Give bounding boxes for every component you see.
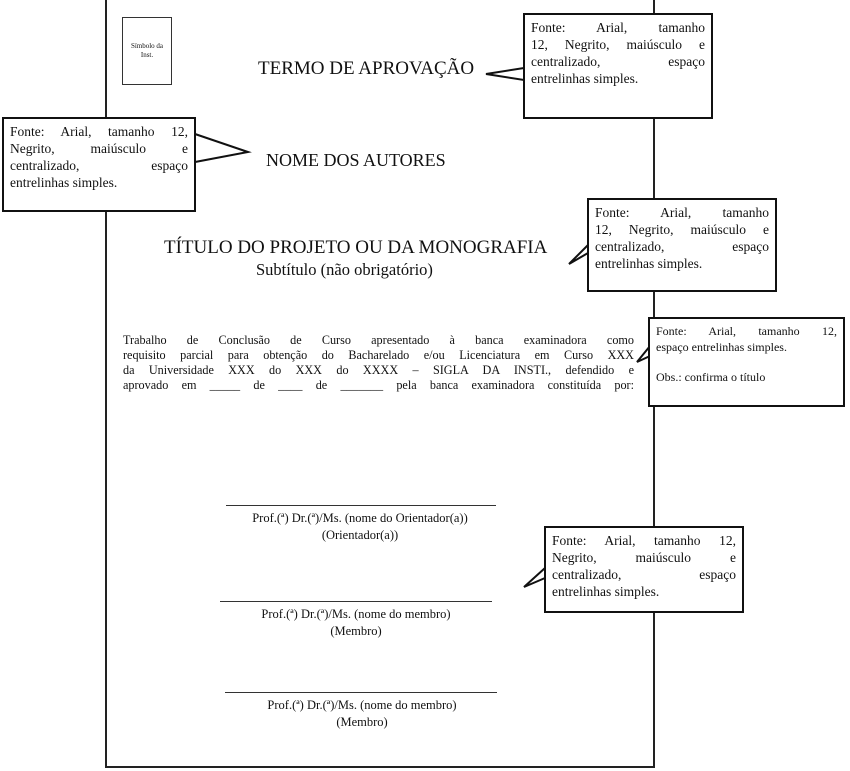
font-note-callout: Fonte: Arial, tamanho 12, Negrito, maiús…: [2, 117, 196, 212]
signature-name: Prof.(ª) Dr.(ª)/Ms. (nome do membro): [261, 607, 451, 621]
font-note-callout: Fonte: Arial, tamanho 12, Negrito, maiús…: [523, 13, 713, 119]
logo-label: Símbolo da Inst.: [130, 42, 164, 59]
paragraph-line: Trabalho de Conclusão de Curso apresenta…: [123, 333, 634, 347]
institution-logo-placeholder: Símbolo da Inst.: [122, 17, 172, 85]
signature-role: (Membro): [336, 715, 388, 729]
signature-role: (Orientador(a)): [321, 528, 399, 542]
authors-name: NOME DOS AUTORES: [266, 150, 446, 170]
signature-role: (Membro): [330, 624, 382, 638]
paragraph-line: requisito parcial para obtenção do Bacha…: [123, 348, 634, 362]
font-note-callout: Fonte: Arial, tamanho 12, Negrito, maiús…: [587, 198, 777, 292]
signature-block: Prof.(ª) Dr.(ª)/Ms. (nome do membro) (Me…: [202, 697, 522, 731]
paragraph-line: aprovado em _____ de ____ de _______ pel…: [123, 378, 634, 392]
approval-paragraph: Trabalho de Conclusão de Curso apresenta…: [123, 333, 634, 393]
signature-line: [220, 601, 492, 602]
signature-name: Prof.(ª) Dr.(ª)/Ms. (nome do Orientador(…: [252, 511, 468, 525]
font-note-callout: Fonte: Arial, tamanho 12, espaço entreli…: [648, 317, 845, 407]
signature-block: Prof.(ª) Dr.(ª)/Ms. (nome do Orientador(…: [200, 510, 520, 544]
signature-name: Prof.(ª) Dr.(ª)/Ms. (nome do membro): [267, 698, 457, 712]
signature-block: Prof.(ª) Dr.(ª)/Ms. (nome do membro) (Me…: [196, 606, 516, 640]
signature-line: [226, 505, 496, 506]
signature-line: [225, 692, 497, 693]
approval-title: TERMO DE APROVAÇÃO: [258, 58, 475, 79]
font-note-callout: Fonte: Arial, tamanho 12, Negrito, maiús…: [544, 526, 744, 613]
project-subtitle: Subtítulo (não obrigatório): [256, 260, 433, 279]
project-title: TÍTULO DO PROJETO OU DA MONOGRAFIA: [164, 237, 548, 258]
paragraph-line: da Universidade XXX do XXX do XXXX – SIG…: [123, 363, 634, 377]
document-page: [105, 0, 655, 768]
